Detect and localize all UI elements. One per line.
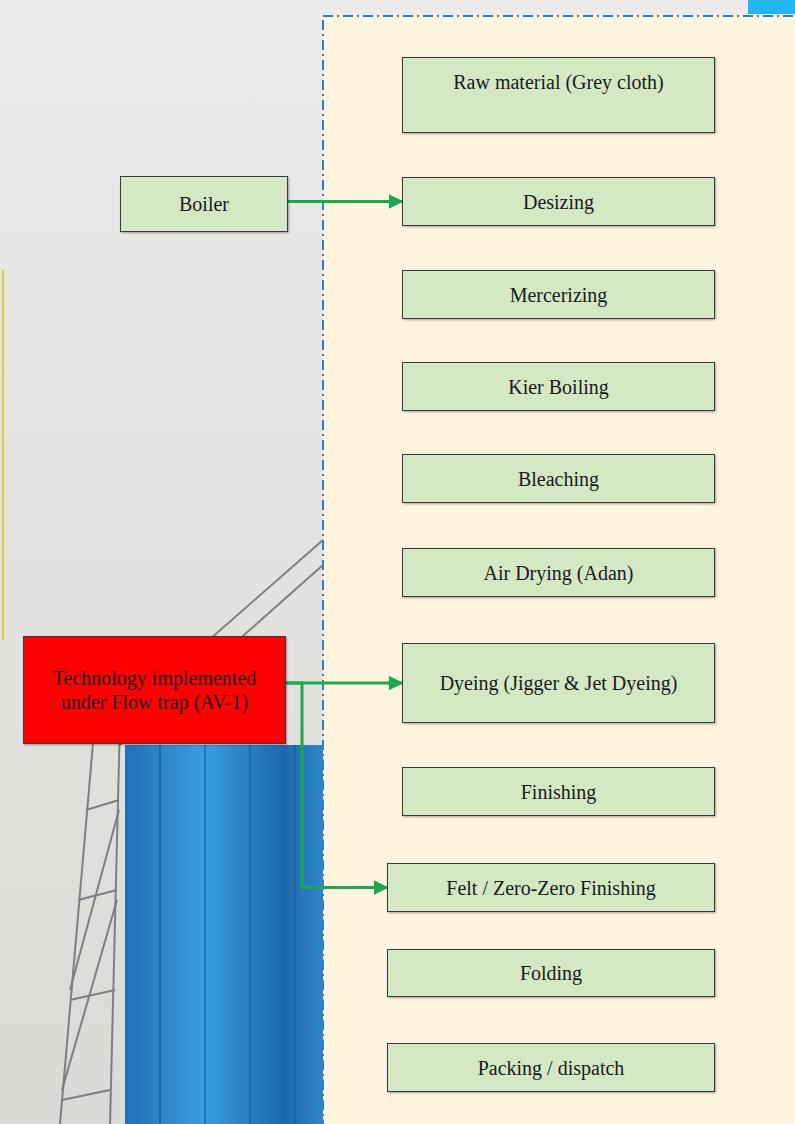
box-label: Folding <box>520 961 582 985</box>
box-label: Boiler <box>179 192 229 216</box>
process-box: Desizing <box>402 177 715 226</box>
process-box: Folding <box>387 949 715 997</box>
box-label: Finishing <box>521 780 597 804</box>
process-box: Felt / Zero-Zero Finishing <box>387 863 715 912</box>
source-box: Boiler <box>120 176 288 232</box>
box-label: Mercerizing <box>510 283 608 307</box>
flow-arrow <box>288 200 402 203</box>
process-box: Packing / dispatch <box>387 1043 715 1092</box>
fabric-folds <box>160 745 295 1124</box>
corner-tab <box>748 0 795 14</box>
scaffold <box>60 540 323 1124</box>
yellow-edge-line <box>2 270 4 640</box>
process-box: Dyeing (Jigger & Jet Dyeing) <box>402 643 715 723</box>
box-label: Kier Boiling <box>508 375 609 399</box>
process-box: Mercerizing <box>402 270 715 319</box>
box-label: Bleaching <box>518 467 599 491</box>
process-box: Finishing <box>402 767 715 816</box>
box-label: Raw material (Grey cloth) <box>453 70 663 94</box>
process-box: Bleaching <box>402 454 715 503</box>
process-box: Raw material (Grey cloth) <box>402 57 715 133</box>
flow-panel <box>323 16 795 1124</box>
box-label: Air Drying (Adan) <box>484 561 634 585</box>
box-label: Desizing <box>523 190 594 214</box>
flow-arrow <box>286 683 387 888</box>
box-label: Dyeing (Jigger & Jet Dyeing) <box>440 671 678 695</box>
technology-box: Technology implemented under Flow trap (… <box>23 636 286 744</box>
process-box: Kier Boiling <box>402 362 715 411</box>
hanging-fabric <box>125 745 323 1124</box>
box-label: Technology implemented under Flow trap (… <box>32 666 277 714</box>
box-label: Packing / dispatch <box>478 1056 625 1080</box>
process-box: Air Drying (Adan) <box>402 548 715 597</box>
box-label: Felt / Zero-Zero Finishing <box>446 876 655 900</box>
